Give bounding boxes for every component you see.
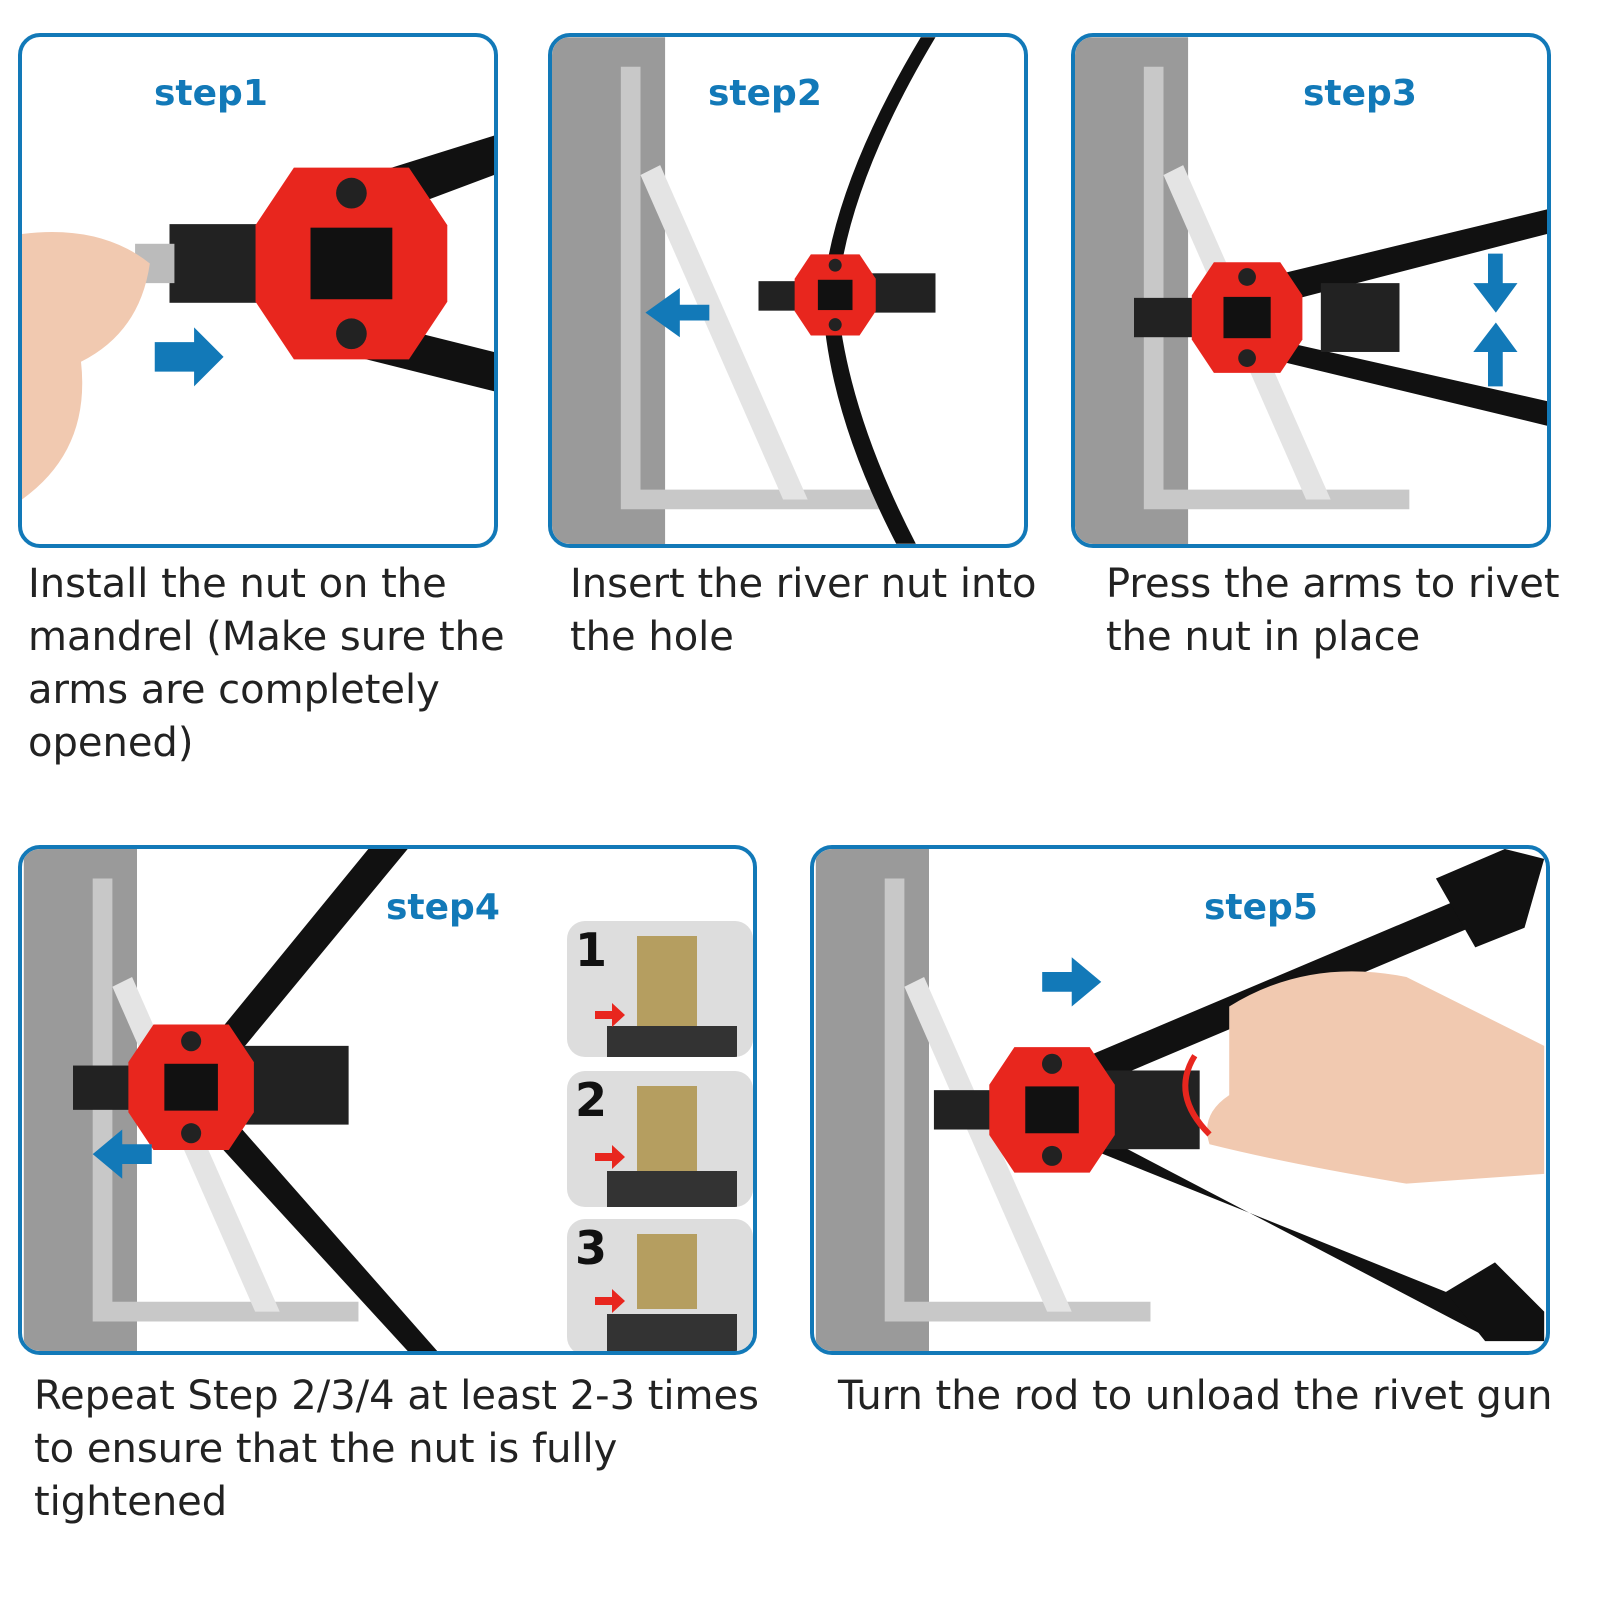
step4-panel: step4 1 2 3 xyxy=(18,845,757,1355)
caption-line: Press the arms to rivet xyxy=(1106,561,1560,607)
step2-caption: Insert the river nut into the hole xyxy=(570,558,1037,664)
arrow-up-icon xyxy=(1473,322,1518,387)
arrow-left-icon xyxy=(645,288,710,338)
caption-line: tightened xyxy=(34,1479,228,1525)
arrow-down-icon xyxy=(1473,253,1518,313)
step5-caption: Turn the rod to unload the rivet gun xyxy=(838,1370,1553,1423)
arrow-right-icon xyxy=(154,327,224,387)
step-label: step4 xyxy=(386,887,500,928)
thumbnail-number: 2 xyxy=(575,1073,608,1127)
arrow-right-icon xyxy=(1042,957,1102,1007)
step-label: step5 xyxy=(1204,887,1318,928)
step2-illustration xyxy=(552,37,936,544)
rotate-arrow-icon xyxy=(1182,1054,1212,1137)
step3-caption: Press the arms to rivet the nut in place xyxy=(1106,558,1560,664)
step3-panel: step3 xyxy=(1071,33,1551,548)
caption-line: the nut in place xyxy=(1106,614,1421,660)
arrow-left-icon xyxy=(92,1129,152,1179)
step1-panel: step1 xyxy=(18,33,498,548)
step3-illustration xyxy=(1075,37,1547,544)
step-label: step3 xyxy=(1303,73,1417,114)
nut-thumbnail-2: 2 xyxy=(567,1071,753,1207)
step1-caption: Install the nut on the mandrel (Make sur… xyxy=(28,558,505,770)
step2-panel: step2 xyxy=(548,33,1028,548)
caption-line: Repeat Step 2/3/4 at least 2-3 times xyxy=(34,1373,759,1419)
caption-line: the hole xyxy=(570,614,734,660)
step-label: step2 xyxy=(708,73,822,114)
caption-line: Install the nut on the xyxy=(28,561,447,607)
nut-thumbnail-1: 1 xyxy=(567,921,753,1057)
nut-thumbnail-3: 3 xyxy=(567,1219,753,1351)
step4-caption: Repeat Step 2/3/4 at least 2-3 times to … xyxy=(34,1370,759,1529)
thumbnail-number: 3 xyxy=(575,1221,608,1275)
caption-line: opened) xyxy=(28,720,194,766)
step5-panel: step5 xyxy=(810,845,1550,1355)
caption-line: Turn the rod to unload the rivet gun xyxy=(838,1373,1553,1419)
thumbnail-number: 1 xyxy=(575,923,608,977)
step5-illustration xyxy=(815,849,1545,1351)
caption-line: mandrel (Make sure the xyxy=(28,614,505,660)
caption-line: to ensure that the nut is fully xyxy=(34,1426,618,1472)
step1-illustration xyxy=(22,135,494,500)
caption-line: Insert the river nut into xyxy=(570,561,1037,607)
step4-illustration xyxy=(23,849,438,1351)
step-label: step1 xyxy=(154,73,268,114)
caption-line: arms are completely xyxy=(28,667,440,713)
